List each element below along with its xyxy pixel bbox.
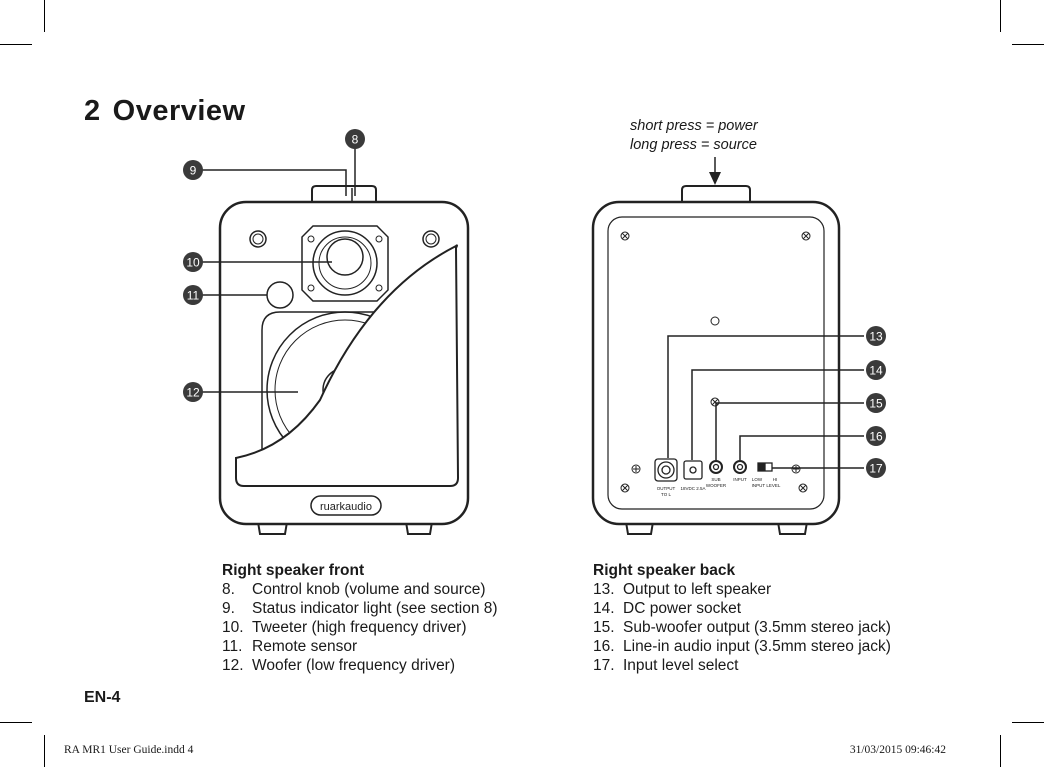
list-item: 12.Woofer (low frequency driver) <box>222 657 456 674</box>
svg-text:14: 14 <box>869 364 883 378</box>
svg-text:9: 9 <box>190 164 197 178</box>
panel-label: INPUT LEVEL <box>752 483 781 488</box>
callout-17: 17 <box>866 458 886 478</box>
callout-14: 14 <box>866 360 886 380</box>
section-title: Overview <box>112 95 246 127</box>
crop-mark <box>1012 722 1044 723</box>
crop-mark <box>1012 44 1044 45</box>
note-line-1: short press = power <box>630 118 758 134</box>
remote-sensor <box>266 281 294 309</box>
dc-power-socket <box>683 460 703 480</box>
svg-text:10: 10 <box>186 256 200 270</box>
panel-label: TO L <box>661 492 671 497</box>
list-item: 13.Output to left speaker <box>593 581 772 598</box>
svg-text:13: 13 <box>869 330 883 344</box>
svg-text:12: 12 <box>186 386 200 400</box>
list-item: 10.Tweeter (high frequency driver) <box>222 619 467 636</box>
input-level-switch <box>757 462 773 472</box>
front-caption: Right speaker front 8.Control knob (volu… <box>222 561 498 675</box>
speaker-output-terminal <box>654 458 678 482</box>
list-item: 8.Control knob (volume and source) <box>222 581 486 598</box>
svg-text:16: 16 <box>869 430 883 444</box>
subwoofer-jack <box>709 460 723 474</box>
panel-label: WOOFER <box>706 483 727 488</box>
crop-mark <box>1000 0 1001 32</box>
panel-label: OUTPUT <box>657 486 676 491</box>
slug-datetime: 31/03/2015 09:46:42 <box>849 744 946 756</box>
list-item: 16.Line-in audio input (3.5mm stereo jac… <box>593 638 891 655</box>
tweeter <box>301 225 389 302</box>
control-knob-back <box>681 185 751 203</box>
grille-cloth <box>235 244 460 487</box>
callout-12: 12 <box>183 382 203 402</box>
back-speaker: OUTPUT TO L 18VDC 2.5A SUB WOOFER INPUT … <box>591 185 841 535</box>
svg-text:17: 17 <box>869 462 883 476</box>
knob-arrow <box>709 157 721 185</box>
crop-mark <box>0 722 32 723</box>
callout-badges: 8 9 10 11 12 13 14 15 16 17 <box>183 129 886 478</box>
crop-mark <box>44 735 45 767</box>
knob-note: short press = power long press = source <box>630 117 758 155</box>
callout-13: 13 <box>866 326 886 346</box>
panel-label: INPUT <box>733 477 747 482</box>
svg-text:15: 15 <box>869 397 883 411</box>
list-item: 15.Sub-woofer output (3.5mm stereo jack) <box>593 619 891 636</box>
page-number: EN-4 <box>84 689 121 706</box>
callout-11: 11 <box>183 285 203 305</box>
slug-filename: RA MR1 User Guide.indd 4 <box>64 744 194 756</box>
front-list: 8.Control knob (volume and source) 9.Sta… <box>222 580 498 675</box>
back-list: 13.Output to left speaker 14.DC power so… <box>593 580 891 675</box>
control-knob <box>311 185 377 203</box>
panel-label: SUB <box>711 477 720 482</box>
list-item: 14.DC power socket <box>593 600 742 617</box>
callout-16: 16 <box>866 426 886 446</box>
callout-10: 10 <box>183 252 203 272</box>
crop-mark <box>44 0 45 32</box>
callout-8: 8 <box>345 129 365 149</box>
svg-text:8: 8 <box>352 133 359 147</box>
page-title: 2 Overview <box>84 95 246 128</box>
crop-mark <box>0 44 32 45</box>
svg-text:11: 11 <box>187 289 200 303</box>
front-speaker: ruarkaudio <box>218 185 470 535</box>
list-item: 9.Status indicator light (see section 8) <box>222 600 498 617</box>
note-line-2: long press = source <box>630 137 757 153</box>
line-in-jack <box>733 460 747 474</box>
back-cabinet <box>591 200 841 526</box>
callout-15: 15 <box>866 393 886 413</box>
callout-9: 9 <box>183 160 203 180</box>
panel-label: 18VDC 2.5A <box>680 486 705 491</box>
front-heading: Right speaker front <box>222 562 365 579</box>
list-item: 17.Input level select <box>593 657 739 674</box>
panel-label: LOW <box>752 477 763 482</box>
back-heading: Right speaker back <box>593 562 736 579</box>
section-number: 2 <box>84 95 101 127</box>
back-caption: Right speaker back 13.Output to left spe… <box>593 561 891 675</box>
logo-plate <box>310 495 382 516</box>
panel-label: HI <box>773 477 778 482</box>
brand-logo: ruarkaudio <box>320 501 372 513</box>
list-item: 11.Remote sensor <box>222 638 358 655</box>
crop-mark <box>1000 735 1001 767</box>
